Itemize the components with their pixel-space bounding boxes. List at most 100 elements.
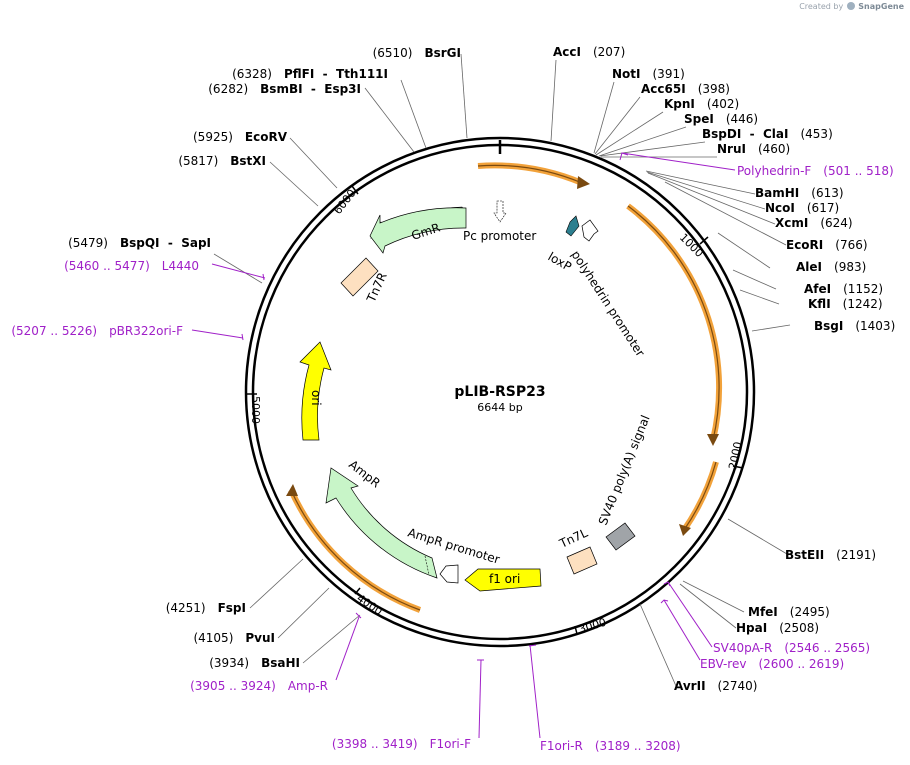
site-pos-bsmbi-esp3i: (6282) — [208, 82, 248, 96]
site-name-spei: SpeI — [684, 112, 714, 126]
sv40-label: SV40 poly(A) signal — [596, 413, 653, 527]
site-name-acc65i: Acc65I — [641, 82, 686, 96]
site-pos-noti: (391) — [653, 67, 685, 81]
svg-text:BsgI(1403): BsgI(1403) — [814, 319, 895, 333]
svg-text:AccI(207): AccI(207) — [553, 45, 625, 59]
site-pos-alei: (983) — [834, 260, 866, 274]
svg-text:(3398 .. 3419)F1ori-F: (3398 .. 3419)F1ori-F — [332, 737, 471, 751]
tick-label-1000: 1000 — [677, 231, 706, 260]
site-name-bsahi: BsaHI — [261, 656, 300, 670]
tick-group-2000: 2000 — [726, 441, 745, 471]
svg-text:BspDI - ClaI(453): BspDI - ClaI (453) — [702, 127, 833, 141]
svg-text:(5817)BstXI: (5817)BstXI — [178, 154, 266, 168]
pc-promoter-label: Pc promoter — [463, 229, 536, 243]
primer-labels: Polyhedrin-F(501 .. 518) SV40pA-R(2546 .… — [11, 164, 893, 753]
site-name-ncoi: NcoI — [765, 201, 795, 215]
site-pos-ecorv: (5925) — [193, 130, 233, 144]
sv40-feature — [605, 522, 636, 551]
tick-label-3000: 3000 — [577, 616, 607, 636]
tick-group-3000: 3000 — [574, 616, 608, 636]
site-name-pvui: PvuI — [245, 631, 275, 645]
primer-range-f1ori-f: (3398 .. 3419) — [332, 737, 418, 751]
site-leader-lines — [213, 53, 791, 687]
site-name-bstxi: BstXI — [230, 154, 266, 168]
svg-text:NotI(391): NotI(391) — [612, 67, 685, 81]
site-name-ecorv: EcoRV — [245, 130, 288, 144]
svg-text:MfeI(2495): MfeI(2495) — [748, 605, 830, 619]
ori-feature — [299, 341, 332, 441]
f1-ori-feature — [464, 568, 542, 592]
svg-text:BamHI(613): BamHI (613) — [755, 186, 844, 200]
site-pos-bamhi: (613) — [811, 186, 843, 200]
site-pos-acc65i: (398) — [698, 82, 730, 96]
site-name-afei: AfeI — [804, 282, 831, 296]
site-name-mfei: MfeI — [748, 605, 778, 619]
backbone-outer-ring — [244, 136, 756, 648]
site-name-bspdi-clai: BspDI - ClaI — [702, 127, 788, 141]
site-name-bsgi: BsgI — [814, 319, 843, 333]
svg-text:EcoRI(766): EcoRI(766) — [786, 238, 868, 252]
svg-text:(6510)BsrGI: (6510)BsrGI — [373, 46, 461, 60]
site-name-xcmi: XcmI — [775, 216, 808, 230]
tick-label-5000: 5000 — [249, 396, 262, 424]
primer-range-amp-r: (3905 .. 3924) — [190, 679, 276, 693]
primer-leader-lines — [191, 152, 736, 739]
site-pos-bspqi-sapi: (5479) — [68, 236, 108, 250]
site-name-nrui: NruI — [717, 142, 746, 156]
ori-label: ori — [309, 390, 323, 406]
site-name-alei: AleI — [796, 260, 822, 274]
svg-text:XcmI(624): XcmI (624) — [775, 216, 853, 230]
svg-text:(3905 .. 3924)Amp-R: (3905 .. 3924) Amp-R — [190, 679, 328, 693]
svg-text:SpeI(446): SpeI(446) — [684, 112, 758, 126]
site-pos-fspi: (4251) — [166, 601, 206, 615]
svg-text:(6282)BsmBI - Esp3I: (6282)BsmBI - Esp3I — [208, 82, 361, 96]
site-pos-pflfi-tth111i: (6328) — [232, 67, 272, 81]
primer-name-pbr322ori-f: pBR322ori-F — [109, 324, 183, 338]
tn7l-label: Tn7L — [556, 526, 590, 552]
snapgene-credit: Created by SnapGene — [799, 2, 904, 11]
credit-brand: SnapGene — [858, 2, 904, 11]
tn7l-feature — [566, 546, 598, 575]
site-labels: AccI(207) NotI(391) Acc65I (398) KpnI (402… — [68, 45, 895, 693]
tick-label-4000: 4000 — [354, 592, 384, 618]
primer-name-l4440: L4440 — [162, 259, 199, 273]
svg-text:AfeI(1152): AfeI(1152) — [804, 282, 883, 296]
site-pos-xcmi: (624) — [820, 216, 852, 230]
loxp-feature — [565, 215, 580, 237]
site-name-kpni: KpnI — [664, 97, 695, 111]
svg-text:(3934)BsaHI: (3934) BsaHI — [209, 656, 300, 670]
primer-range-sv40pa-r: (2546 .. 2565) — [784, 641, 870, 655]
site-name-hpai: HpaI — [736, 621, 767, 635]
svg-text:F1ori-R(3189 .. 3208): F1ori-R(3189 .. 3208) — [540, 739, 681, 753]
site-pos-kpni: (402) — [707, 97, 739, 111]
f1-ori-label: f1 ori — [489, 572, 520, 586]
site-pos-ncoi: (617) — [807, 201, 839, 215]
site-pos-nrui: (460) — [758, 142, 790, 156]
site-pos-avrii: (2740) — [718, 679, 758, 693]
svg-text:(4251)FspI: (4251)FspI — [166, 601, 246, 615]
site-name-bsteii: BstEII — [785, 548, 824, 562]
snapgene-logo-icon — [846, 2, 855, 10]
site-pos-hpai: (2508) — [779, 621, 819, 635]
svg-text:EBV-rev(2600 .. 2619): EBV-rev (2600 .. 2619) — [700, 657, 844, 671]
gmr-body — [369, 207, 467, 254]
primer-range-polyhedrin-f: (501 .. 518) — [823, 164, 893, 178]
primer-range-ebv-rev: (2600 .. 2619) — [758, 657, 844, 671]
site-pos-bsteii: (2191) — [836, 548, 876, 562]
site-pos-ecori: (766) — [835, 238, 867, 252]
polyhedrin-promoter-arrow — [581, 219, 599, 242]
polyhedrin-promoter-label: polyhedrin promoter — [568, 248, 647, 359]
svg-text:NruI(460): NruI (460) — [717, 142, 790, 156]
primer-name-ebv-rev: EBV-rev — [700, 657, 746, 671]
site-name-pflfi-tth111i: PflFI - Tth111I — [284, 67, 388, 81]
svg-text:AvrII(2740): AvrII(2740) — [674, 679, 757, 693]
site-pos-bsahi: (3934) — [209, 656, 249, 670]
svg-text:(5460 .. 5477)L4440: (5460 .. 5477)L4440 — [64, 259, 199, 273]
site-pos-bspdi-clai: (453) — [800, 127, 832, 141]
primer-name-amp-r: Amp-R — [288, 679, 328, 693]
svg-text:SV40pA-R(2546 .. 2565): SV40pA-R(2546 .. 2565) — [713, 641, 870, 655]
svg-text:Acc65I(398): Acc65I (398) — [641, 82, 730, 96]
site-name-bamhi: BamHI — [755, 186, 799, 200]
primer-name-f1ori-r: F1ori-R — [540, 739, 583, 753]
site-pos-pvui: (4105) — [193, 631, 233, 645]
